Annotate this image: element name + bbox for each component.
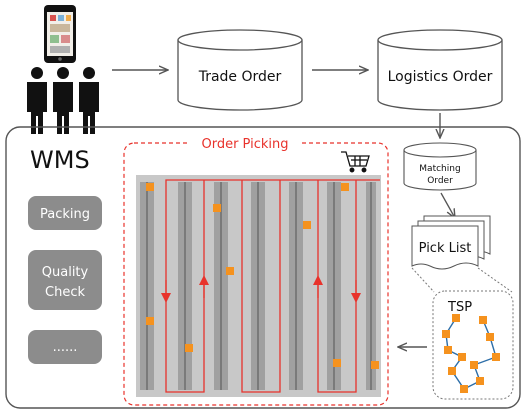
tsp-node <box>492 353 500 361</box>
phone-icon <box>44 5 76 63</box>
pick-item <box>303 221 311 229</box>
tsp-node <box>452 314 460 322</box>
tsp-node <box>476 377 484 385</box>
tsp-node <box>479 316 487 324</box>
matching-order-label-line2: Order <box>427 176 453 186</box>
tsp-node <box>460 385 468 393</box>
module-more: ...... <box>28 330 102 364</box>
trade-order-database: Trade Order <box>177 29 303 111</box>
module-packing: Packing <box>28 196 102 230</box>
module-packing-label: Packing <box>40 207 90 222</box>
module-quality-label-line1: Quality <box>42 265 89 280</box>
tsp-graph <box>442 314 500 393</box>
tsp-node <box>458 353 466 361</box>
wms-title: WMS <box>30 146 90 174</box>
picklist-tsp-connector <box>477 267 513 293</box>
tsp-nodes <box>442 314 500 393</box>
tsp-node <box>470 361 478 369</box>
pick-items <box>146 183 379 369</box>
pick-item <box>213 204 221 212</box>
logistics-order-database: Logistics Order <box>377 29 503 111</box>
tsp-node <box>486 333 494 341</box>
matching-order-label-line1: Matching <box>419 164 460 174</box>
pick-item <box>371 361 379 369</box>
module-more-label: ...... <box>53 340 78 355</box>
pick-item <box>146 183 154 191</box>
tsp-node <box>442 330 450 338</box>
trade-order-label: Trade Order <box>198 69 282 85</box>
module-quality-label-line2: Check <box>45 285 85 300</box>
tsp-node <box>448 367 456 375</box>
picking-route <box>165 179 380 393</box>
shelf-dividers <box>146 182 372 390</box>
pick-item <box>226 267 234 275</box>
tsp-panel <box>432 290 514 400</box>
picklist-tsp-connector <box>411 267 435 293</box>
tsp-title: TSP <box>447 300 472 315</box>
pick-list-label: Pick List <box>419 241 472 256</box>
pick-item <box>341 183 349 191</box>
route-arrows <box>161 275 361 303</box>
pick-item <box>146 317 154 325</box>
wms-container <box>5 126 521 409</box>
logistics-order-label: Logistics Order <box>388 69 493 85</box>
matching-order-database: Matching Order <box>403 142 477 191</box>
pick-item <box>333 359 341 367</box>
arrow-matching-to-picklist <box>440 192 455 218</box>
module-quality-check: Quality Check <box>28 250 102 310</box>
pick-list-document: Pick List <box>411 215 491 270</box>
order-picking-title: Order Picking <box>201 137 288 152</box>
people-group-icon <box>27 67 99 134</box>
shopping-cart-icon <box>341 151 370 173</box>
tsp-node <box>444 346 452 354</box>
pick-item <box>185 344 193 352</box>
